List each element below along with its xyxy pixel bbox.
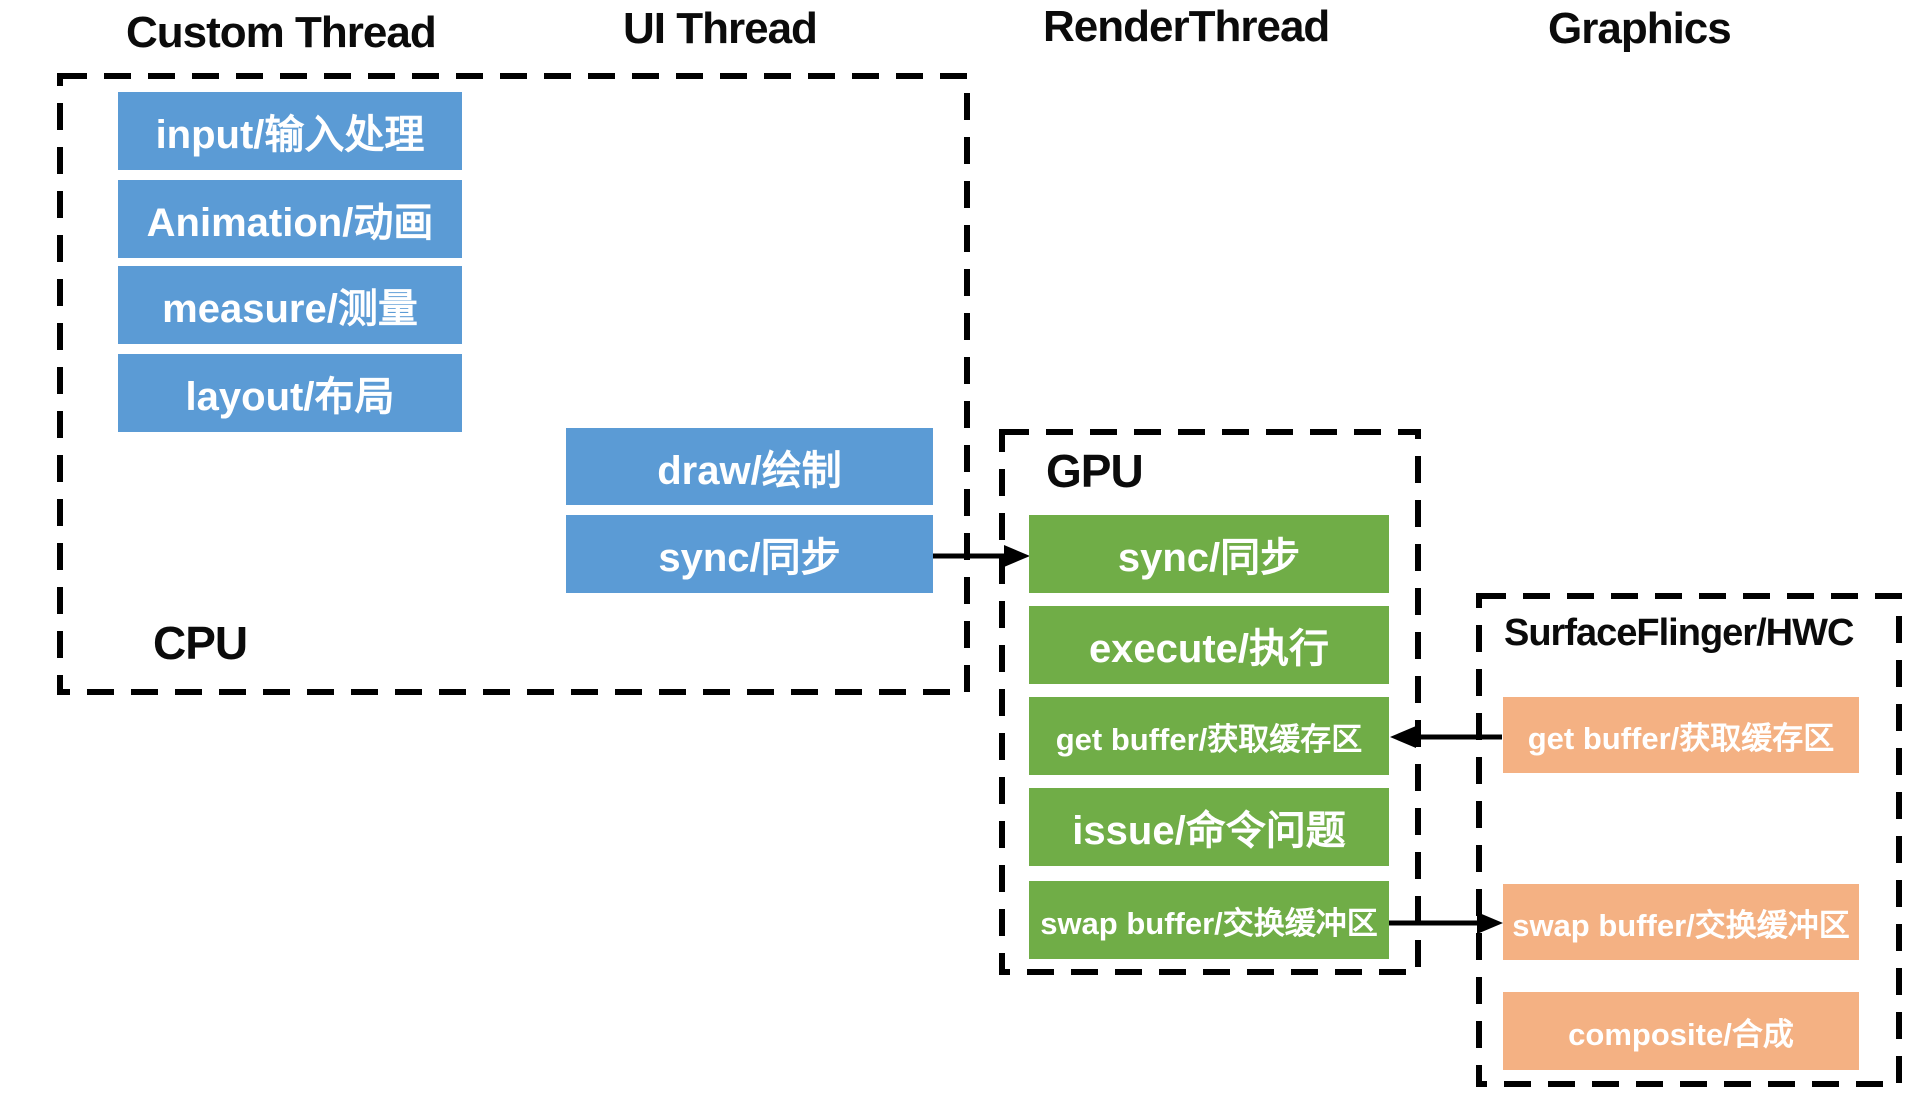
get-buffer-arrow xyxy=(1390,726,1502,748)
step-issue: issue/命令问题 xyxy=(1029,788,1389,866)
step-gpu-swap-buffer: swap buffer/交换缓冲区 xyxy=(1029,881,1389,959)
step-gpu-sync: sync/同步 xyxy=(1029,515,1389,593)
step-draw: draw/绘制 xyxy=(566,428,933,505)
step-ui-sync: sync/同步 xyxy=(566,515,933,593)
cpu-region-label: CPU xyxy=(153,617,248,669)
swap-buffer-arrow xyxy=(1386,912,1503,934)
step-composite: composite/合成 xyxy=(1503,992,1859,1070)
step-gpu-get-buffer: get buffer/获取缓存区 xyxy=(1029,697,1389,775)
step-execute: execute/执行 xyxy=(1029,606,1389,684)
step-animation: Animation/动画 xyxy=(118,180,462,258)
header-custom-thread: Custom Thread xyxy=(126,8,437,57)
header-render-thread: RenderThread xyxy=(1043,2,1330,51)
gpu-region-border xyxy=(999,429,1421,975)
gpu-region-label: GPU xyxy=(1046,445,1144,497)
header-ui-thread: UI Thread xyxy=(623,4,818,53)
sync-arrow xyxy=(928,545,1030,567)
header-graphics: Graphics xyxy=(1548,4,1732,53)
step-sf-swap-buffer: swap buffer/交换缓冲区 xyxy=(1503,884,1859,960)
step-sf-get-buffer: get buffer/获取缓存区 xyxy=(1503,697,1859,773)
step-layout: layout/布局 xyxy=(118,354,462,432)
step-input: input/输入处理 xyxy=(118,92,462,170)
cpu-region-border xyxy=(57,73,970,695)
step-measure: measure/测量 xyxy=(118,266,462,344)
surfaceflinger-region-label: SurfaceFlinger/HWC xyxy=(1504,612,1854,654)
surfaceflinger-region-border xyxy=(1476,593,1902,1087)
